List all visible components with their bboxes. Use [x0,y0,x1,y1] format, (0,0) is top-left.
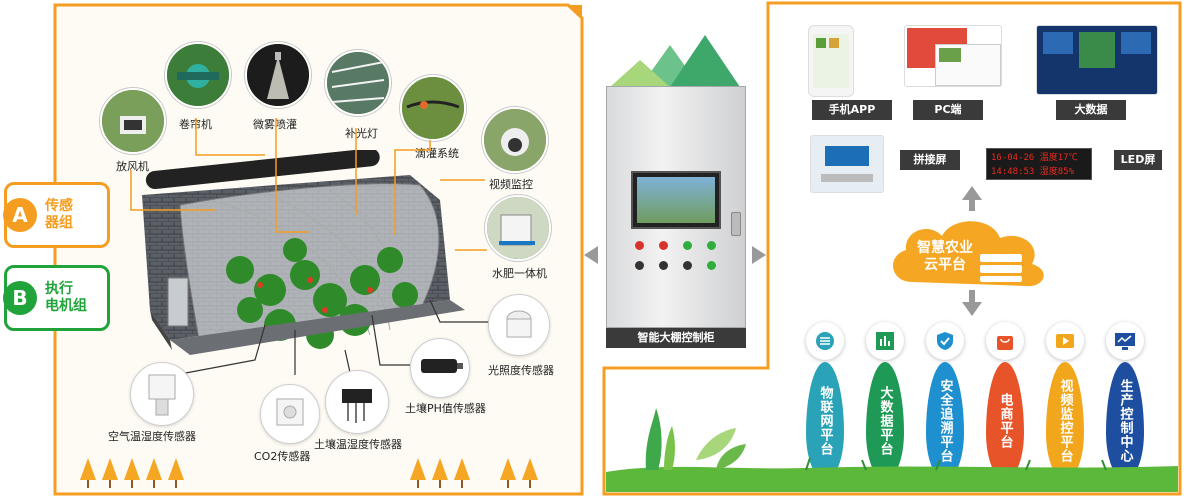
ventilator-label: 放风机 [116,160,149,173]
indicator-green-light [707,241,716,250]
production-center-icon [1106,322,1144,360]
ventilator-image [100,88,166,154]
control-cabinet [606,86,746,328]
fertilizer-machine-label: 水肥一体机 [492,267,547,280]
cloud-platform-icon [893,221,1044,287]
led-line2: 14:48:53 湿度85% [991,167,1075,177]
soil-ph-sensor-label: 土壤PH值传感器 [405,402,486,415]
mist-spray-label: 微雾喷灌 [253,118,297,131]
bigdata-platform-leaf: 大数据平台 [866,362,904,480]
cloud-platform-title: 智慧农业 云平台 [910,240,980,274]
cloud-title-line2: 云平台 [924,257,966,273]
iot-platform-icon [806,322,844,360]
switch-knob [635,261,644,270]
video-camera-label: 视频监控 [489,178,533,191]
led-screen-display: 16-04-26 温度17℃ 14:48:53 湿度85% [986,148,1092,180]
light-sensor-image [488,294,550,356]
cloud-title-line1: 智慧农业 [917,240,973,256]
switch-knob [683,261,692,270]
pc-label: PC端 [913,100,983,120]
co2-sensor-label: CO2传感器 [254,450,311,463]
sensor-group-tag: A 传感 器组 [3,182,110,248]
tag-b-text-line1: 执行 [45,281,73,297]
production-center-leaf: 生产控制中心 [1106,362,1144,480]
splice-screen-image [810,135,884,193]
curtain-machine-image [165,42,231,108]
tag-a-text-line2: 器组 [45,215,73,231]
light-sensor-label: 光照度传感器 [488,364,554,377]
soil-ph-sensor-image [410,338,470,398]
bigdata-image [1036,25,1158,95]
tag-b-badge: B [3,281,37,315]
soil-th-sensor-label: 土壤温湿度传感器 [314,438,402,451]
led-line1: 16-04-26 温度17℃ [991,153,1078,163]
video-platform-leaf: 视频监控平台 [1046,362,1084,480]
greenhouse-illustration [142,150,465,355]
led-screen-label: LED屏 [1114,150,1162,170]
drip-irrigation-image [400,75,466,141]
iot-platform-leaf: 物联网平台 [806,362,844,480]
mobile-app-image [808,25,854,97]
indicator-green-light [707,261,716,270]
video-platform-icon [1046,322,1084,360]
tree-decoration-left [80,458,184,488]
grow-light-image [325,50,391,116]
trace-platform-leaf: 安全追溯平台 [926,362,964,480]
cabinet-handle [731,212,741,236]
grass-decoration [606,408,1178,492]
cabinet-screen [631,171,721,229]
soil-th-sensor-image [325,370,389,434]
splice-screen-label: 拼接屏 [900,150,960,170]
video-camera-image [482,107,548,173]
co2-sensor-image [260,384,320,444]
leader-lines [130,118,490,396]
tree-decoration-right [410,458,538,488]
tag-a-badge: A [3,198,37,232]
indicator-red-light [659,241,668,250]
tag-a-text-line1: 传感 [45,198,73,214]
tag-b-text-line2: 电机组 [45,298,87,314]
mountain-decoration [610,35,740,87]
grow-light-label: 补光灯 [345,127,378,140]
bigdata-label: 大数据 [1056,100,1126,120]
actuator-group-tag: B 执行 电机组 [3,265,110,331]
mist-spray-image [245,42,311,108]
switch-knob [659,261,668,270]
cabinet-label: 智能大棚控制柜 [606,328,746,348]
ecommerce-platform-icon [986,322,1024,360]
ecommerce-platform-leaf: 电商平台 [986,362,1024,480]
indicator-green-light [683,241,692,250]
air-sensor-label: 空气温湿度传感器 [108,430,196,443]
pc-image [904,25,1002,87]
indicator-red-light [635,241,644,250]
mobile-app-label: 手机APP [812,100,892,120]
bigdata-platform-icon [866,322,904,360]
fertilizer-machine-image [485,195,551,261]
air-sensor-image [130,362,194,426]
trace-platform-icon [926,322,964,360]
